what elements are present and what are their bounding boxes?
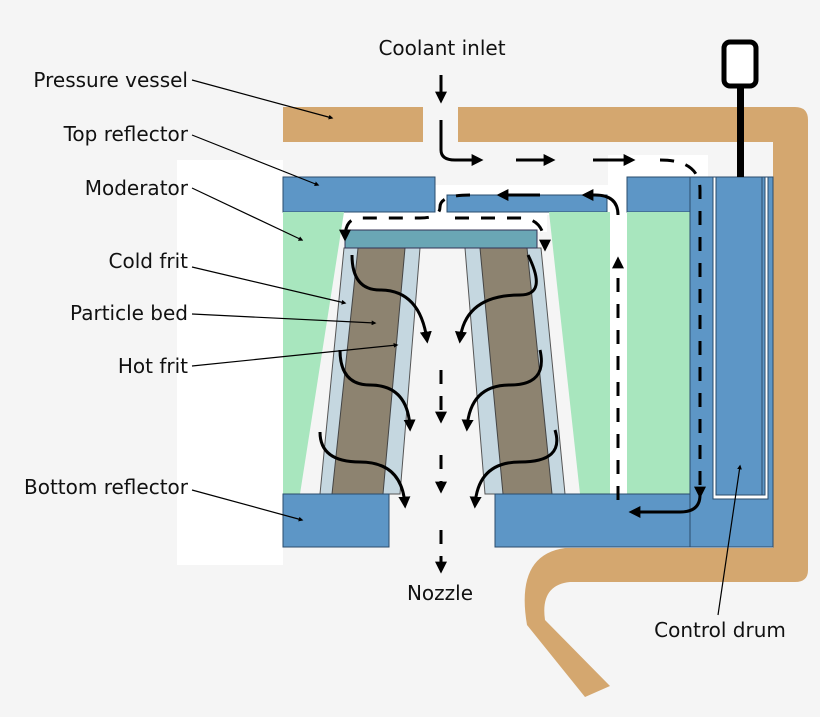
label-bottom-reflector: Bottom reflector — [24, 475, 189, 499]
label-moderator: Moderator — [85, 176, 189, 200]
flow-arrows — [339, 75, 706, 574]
left-fuel-element — [319, 247, 421, 495]
label-cold-frit: Cold frit — [109, 249, 189, 273]
label-control-drum: Control drum — [654, 618, 786, 642]
top-plate — [344, 229, 538, 249]
leader-lines — [191, 79, 742, 616]
bed-flow-arrows — [318, 254, 559, 509]
control-drum-handle — [721, 39, 759, 177]
top-reflector — [282, 176, 691, 213]
labels: Coolant inlet Pressure vessel Top reflec… — [24, 36, 786, 642]
right-fuel-element — [464, 247, 566, 495]
moderator — [283, 212, 690, 494]
label-nozzle: Nozzle — [407, 581, 473, 605]
label-particle-bed: Particle bed — [70, 301, 188, 325]
label-pressure-vessel: Pressure vessel — [33, 68, 188, 92]
label-top-reflector: Top reflector — [63, 122, 189, 146]
label-coolant-inlet: Coolant inlet — [378, 36, 505, 60]
bottom-reflector — [282, 493, 691, 548]
control-drum-housing — [689, 176, 774, 548]
pressure-vessel — [283, 107, 808, 697]
label-hot-frit: Hot frit — [118, 354, 188, 378]
